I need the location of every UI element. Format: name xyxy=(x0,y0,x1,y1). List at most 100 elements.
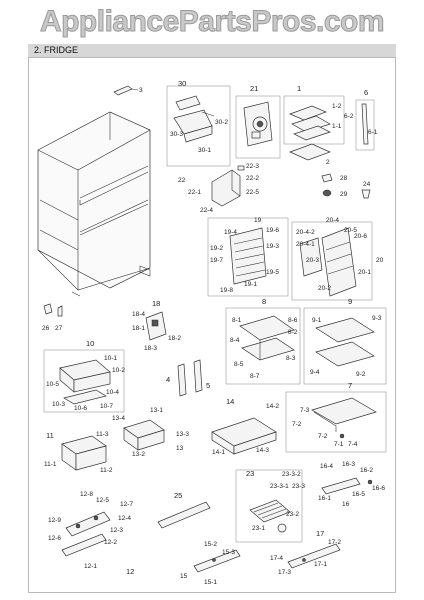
label-15: 15 xyxy=(180,573,188,580)
label-10-2: 10-2 xyxy=(112,367,125,374)
label-14-3: 14-3 xyxy=(256,447,269,454)
part-30 xyxy=(173,95,215,143)
fridge-cabinet xyxy=(37,111,151,297)
label-19-6: 19-6 xyxy=(266,227,279,234)
group-box-6 xyxy=(355,99,375,151)
label-13-4: 13-4 xyxy=(112,415,125,422)
part-29 xyxy=(322,189,332,197)
part-27 xyxy=(57,305,63,317)
part-2 xyxy=(289,143,331,161)
label-3: 3 xyxy=(139,87,143,94)
label-8: 8 xyxy=(262,297,266,306)
part-23 xyxy=(249,499,291,533)
group-box-20 xyxy=(291,221,373,301)
label-10: 10 xyxy=(86,339,94,348)
label-12-8: 12-8 xyxy=(80,491,93,498)
label-19-4: 19-4 xyxy=(224,229,237,236)
label-12-1: 12-1 xyxy=(84,563,97,570)
label-18-2: 18-2 xyxy=(168,335,181,342)
label-20-4: 20-4 xyxy=(326,217,339,224)
section-header: 2. FRIDGE xyxy=(28,44,396,57)
label-9-1: 9-1 xyxy=(312,317,322,324)
label-17-2: 17-2 xyxy=(328,539,341,546)
part-5 xyxy=(193,359,203,393)
group-box-23 xyxy=(235,469,303,543)
label-10-4: 10-4 xyxy=(106,389,119,396)
label-30: 30 xyxy=(178,79,186,88)
label-14-1: 14-1 xyxy=(212,449,225,456)
group-box-1 xyxy=(283,95,345,145)
section-title: 2. FRIDGE xyxy=(34,45,79,55)
label-23-3: 23-3 xyxy=(292,483,305,490)
label-30-3: 30-3 xyxy=(170,131,183,138)
part-18 xyxy=(145,311,167,341)
label-25: 25 xyxy=(174,491,182,500)
label-10-7: 10-7 xyxy=(100,403,113,410)
label-6: 6 xyxy=(364,88,368,97)
label-13-3: 13-3 xyxy=(176,431,189,438)
part-8 xyxy=(239,315,295,361)
label-12-9: 12-9 xyxy=(48,517,61,524)
label-8-1: 8-1 xyxy=(232,317,242,324)
label-12: 12 xyxy=(126,567,134,576)
label-15-2: 15-2 xyxy=(204,541,217,548)
label-20-4-1: 20-4-1 xyxy=(296,241,315,248)
part-28 xyxy=(321,173,333,183)
label-7-2: 7-2 xyxy=(292,421,302,428)
label-30-2: 30-2 xyxy=(215,119,228,126)
part-10 xyxy=(59,359,111,405)
label-30-1: 30-1 xyxy=(198,147,211,154)
group-box-19 xyxy=(207,217,289,297)
label-8-7: 8-7 xyxy=(250,373,260,380)
label-12-5: 12-5 xyxy=(96,497,109,504)
part-7 xyxy=(311,397,377,439)
label-9: 9 xyxy=(348,297,352,306)
label-22: 22 xyxy=(178,177,186,184)
label-10-6: 10-6 xyxy=(74,405,87,412)
label-10-1: 10-1 xyxy=(104,355,117,362)
label-12-6: 12-6 xyxy=(48,535,61,542)
label-11-2: 11-2 xyxy=(100,467,113,474)
part-6 xyxy=(361,103,369,145)
label-8-6: 8-6 xyxy=(288,317,298,324)
label-16-4: 16-4 xyxy=(320,463,333,470)
label-1-2: 1-2 xyxy=(332,103,342,110)
part-9 xyxy=(315,317,375,367)
label-2: 2 xyxy=(326,159,330,166)
diagram-frame xyxy=(28,57,396,593)
part-1 xyxy=(289,105,331,141)
label-8-5: 8-5 xyxy=(234,361,244,368)
label-7-1: 7-1 xyxy=(334,441,344,448)
group-box-8 xyxy=(225,307,301,385)
label-20: 20 xyxy=(376,257,384,264)
label-28: 28 xyxy=(340,175,348,182)
label-7-2b: 7-2 xyxy=(318,433,328,440)
part-21 xyxy=(243,101,273,147)
label-1: 1 xyxy=(297,84,301,93)
label-9-3: 9-3 xyxy=(372,315,382,322)
label-10-3: 10-3 xyxy=(52,401,65,408)
watermark-logo: AppliancePartsPros.com xyxy=(39,5,385,39)
part-25 xyxy=(157,501,211,529)
label-15-1: 15-1 xyxy=(204,579,217,586)
label-14-2: 14-2 xyxy=(266,403,279,410)
label-23-1: 23-1 xyxy=(252,525,265,532)
label-23-2: 23-2 xyxy=(286,511,299,518)
group-box-21 xyxy=(235,95,281,159)
label-11-3: 11-3 xyxy=(96,431,109,438)
part-24 xyxy=(361,189,371,199)
label-8-4: 8-4 xyxy=(230,337,240,344)
part-3 xyxy=(113,85,139,96)
label-13: 13 xyxy=(176,445,184,452)
label-13-2: 13-2 xyxy=(132,451,145,458)
label-27: 27 xyxy=(55,325,63,332)
label-20-2: 20-2 xyxy=(318,285,331,292)
label-6-2: 6-2 xyxy=(344,113,354,120)
label-20-3: 20-3 xyxy=(306,257,319,264)
label-20-1: 20-1 xyxy=(358,269,371,276)
label-18-4: 18-4 xyxy=(132,311,145,318)
label-23-3-2: 23-3-2 xyxy=(282,471,301,478)
group-box-30 xyxy=(166,85,231,167)
label-18-1: 18-1 xyxy=(132,325,145,332)
